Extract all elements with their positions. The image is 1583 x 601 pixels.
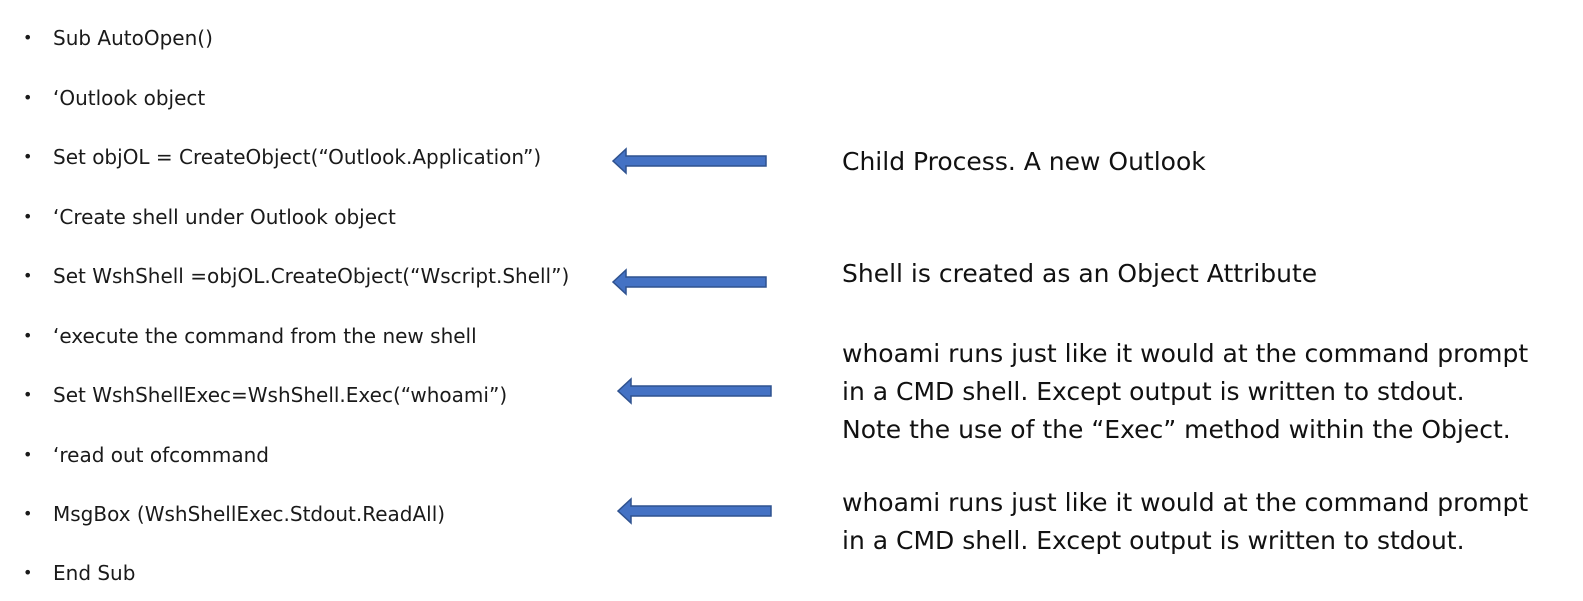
bullet: • — [23, 504, 33, 523]
bullet: • — [23, 326, 33, 345]
annotation-line: whoami runs just like it would at the co… — [842, 339, 1529, 368]
annotation-shell-created: Shell is created as an Object Attribute — [842, 255, 1317, 293]
bullet: • — [23, 266, 33, 285]
code-line: ‘execute the command from the new shell — [53, 324, 477, 348]
annotation-line: Child Process. A new Outlook — [842, 147, 1206, 176]
bullet: • — [23, 385, 33, 404]
bullet: • — [23, 88, 33, 107]
annotation-line: Note the use of the “Exec” method within… — [842, 415, 1511, 444]
code-line: MsgBox (WshShellExec.Stdout.ReadAll) — [53, 502, 446, 526]
annotation-line: whoami runs just like it would at the co… — [842, 488, 1529, 517]
annotation-line: Shell is created as an Object Attribute — [842, 259, 1318, 288]
left-arrow-icon — [617, 377, 772, 405]
code-line: Sub AutoOpen() — [53, 26, 213, 50]
left-arrow-icon — [617, 497, 772, 525]
bullet: • — [23, 445, 33, 464]
bullet: • — [23, 28, 33, 47]
left-arrow-icon — [612, 147, 767, 175]
bullet: • — [23, 563, 33, 582]
code-line: Set WshShell =objOL.CreateObject(“Wscrip… — [53, 264, 570, 288]
code-line: Set WshShellExec=WshShell.Exec(“whoami”) — [53, 383, 508, 407]
code-line: ‘read out ofcommand — [53, 443, 269, 467]
code-line: End Sub — [53, 561, 136, 585]
code-line: ‘Create shell under Outlook object — [53, 205, 396, 229]
code-line: Set objOL = CreateObject(“Outlook.Applic… — [53, 145, 542, 169]
code-line: ‘Outlook object — [53, 86, 206, 110]
annotation-line: in a CMD shell. Except output is written… — [842, 526, 1465, 555]
annotation-whoami-exec: whoami runs just like it would at the co… — [842, 335, 1528, 449]
annotation-whoami-output: whoami runs just like it would at the co… — [842, 484, 1528, 560]
annotation-line: in a CMD shell. Except output is written… — [842, 377, 1465, 406]
bullet: • — [23, 147, 33, 166]
annotation-child-process: Child Process. A new Outlook — [842, 143, 1206, 181]
bullet: • — [23, 207, 33, 226]
left-arrow-icon — [612, 268, 767, 296]
